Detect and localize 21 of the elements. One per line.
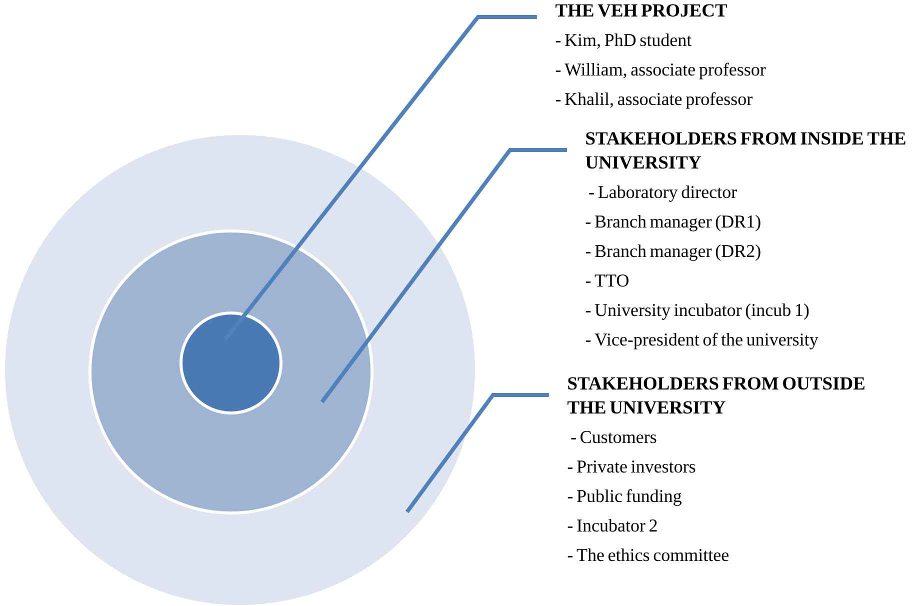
leader-line bbox=[223, 15, 537, 342]
list-item: - University incubator (incub 1) bbox=[586, 303, 809, 320]
heading: STAKEHOLDERS FROM OUTSIDE THE UNIVERSITY bbox=[568, 377, 864, 414]
list-item: - Branch manager (DR2) bbox=[586, 244, 760, 261]
list-item: - Laboratory director bbox=[589, 185, 737, 202]
list-item: - Kim, PhD student bbox=[556, 33, 692, 49]
list-item: - Vice-president of the university bbox=[586, 332, 818, 350]
list-item: - The ethics committee bbox=[568, 548, 728, 562]
heading: THE VEH PROJECT bbox=[556, 4, 728, 17]
list-item: - Customers bbox=[571, 431, 656, 444]
list-item: - Private investors bbox=[568, 460, 696, 473]
heading: STAKEHOLDERS FROM INSIDE THE UNIVERSITY bbox=[586, 132, 906, 169]
list-item: - Branch manager (DR1) bbox=[586, 214, 760, 232]
leader-line bbox=[405, 393, 549, 514]
ring bbox=[180, 312, 282, 414]
list-item: - TTO bbox=[586, 274, 628, 287]
list-item: - Incubator 2 bbox=[568, 518, 657, 532]
leader-line bbox=[320, 148, 567, 404]
list-item: - Public funding bbox=[568, 489, 682, 506]
list-item: - William, associate professor bbox=[556, 62, 766, 80]
list-item: - Khalil, associate professor bbox=[556, 92, 752, 109]
